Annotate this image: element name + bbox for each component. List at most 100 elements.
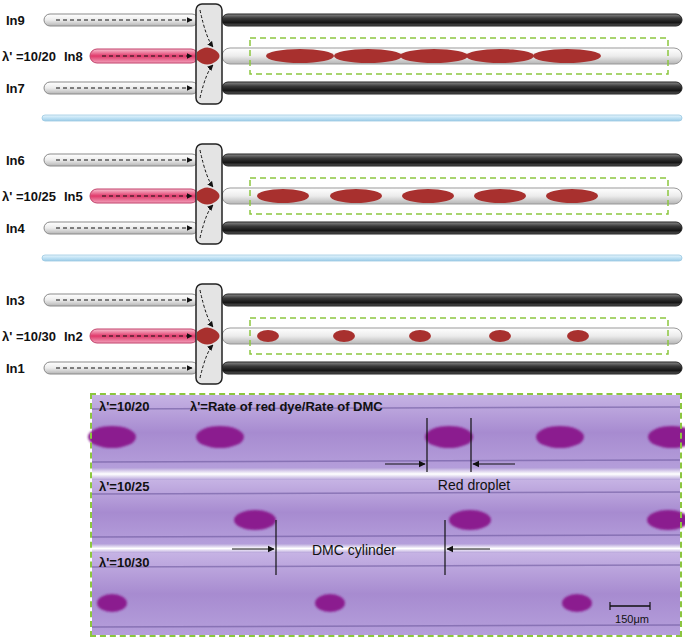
- micrograph: [88, 395, 685, 635]
- junction-box: [196, 284, 222, 384]
- callout-label: Red droplet: [438, 477, 510, 493]
- light-glow: [92, 468, 680, 480]
- red-droplet: [489, 330, 511, 342]
- dye-inlet-tube: [90, 329, 198, 343]
- inlet-label: In5: [64, 189, 83, 204]
- red-droplet: [536, 426, 584, 448]
- junction-box: [196, 144, 222, 244]
- channel-group: [42, 144, 682, 261]
- oil-inlet-tube: [44, 294, 198, 306]
- channel-wall: [92, 407, 680, 409]
- channel-wall: [92, 492, 680, 494]
- red-droplet: [648, 426, 685, 448]
- channel-wall: [92, 565, 680, 567]
- photo-ground: [92, 395, 680, 635]
- flow-arrow: [56, 20, 192, 21]
- ratio-label: λ' =10/20: [2, 49, 56, 64]
- dimension-line: [649, 602, 650, 610]
- forming-droplet: [197, 187, 220, 204]
- ratio-label: λ' =10/30: [2, 329, 56, 344]
- scale-label: 150μm: [615, 613, 649, 625]
- red-droplet: [315, 594, 345, 612]
- ratio-definition: λ'=Rate of red dye/Rate of DMC: [190, 399, 383, 414]
- scale-bar: [610, 605, 650, 607]
- dimension-arrow: [473, 463, 515, 464]
- channel-group: [42, 4, 682, 121]
- red-droplet: [449, 510, 491, 530]
- dimension-line: [470, 418, 471, 472]
- red-droplet: [333, 330, 355, 342]
- red-droplet: [562, 594, 592, 612]
- flow-arrow: [56, 88, 192, 89]
- red-droplet: [647, 510, 685, 530]
- dimension-line: [609, 602, 610, 610]
- oil-inlet-tube: [44, 362, 198, 374]
- junction-box: [196, 4, 222, 104]
- red-droplet: [546, 189, 598, 203]
- droplet-frame: [250, 38, 668, 74]
- separator-bar: [42, 255, 682, 261]
- photo-strip: [92, 480, 680, 545]
- flow-arrow: [56, 228, 192, 229]
- channel-wall: [92, 535, 680, 537]
- photo-panel: λ'=10/20λ'=Rate of red dye/Rate of DMCRe…: [90, 393, 682, 637]
- channel-wall: [92, 460, 680, 462]
- inlet-label: In7: [6, 81, 25, 96]
- outlet-tube: [222, 222, 682, 234]
- ratio-label: λ'=10/25: [99, 479, 149, 494]
- red-droplet: [257, 189, 309, 203]
- dye-inlet-tube: [90, 49, 198, 63]
- red-droplet: [257, 330, 279, 342]
- outlet-tube: [222, 82, 682, 94]
- red-droplet: [88, 426, 136, 448]
- inlet-label: In4: [6, 221, 25, 236]
- flow-arrow: [56, 300, 192, 301]
- red-droplet: [234, 510, 276, 530]
- flow-arrow: [102, 196, 192, 197]
- red-droplet: [400, 49, 468, 63]
- red-droplet: [97, 594, 127, 612]
- red-droplet: [474, 189, 526, 203]
- inlet-label: In8: [64, 49, 83, 64]
- red-droplet: [330, 189, 382, 203]
- oil-inlet-tube: [44, 14, 198, 26]
- forming-droplet: [197, 327, 220, 344]
- flow-arrow: [56, 160, 192, 161]
- oil-inlet-tube: [44, 154, 198, 166]
- droplet-channel: [222, 328, 682, 344]
- red-droplet: [266, 49, 334, 63]
- oil-inlet-tube: [44, 222, 198, 234]
- inlet-label: In6: [6, 153, 25, 168]
- red-droplet: [409, 330, 431, 342]
- dimension-line: [275, 520, 276, 575]
- flow-arrow: [200, 65, 213, 98]
- inlet-label: In3: [6, 293, 25, 308]
- inlet-label: In1: [6, 361, 25, 376]
- flow-arrow: [200, 205, 213, 238]
- ratio-label: λ'=10/30: [99, 555, 149, 570]
- dimension-arrow: [232, 548, 274, 549]
- flow-arrow: [102, 56, 192, 57]
- inlet-label: In2: [64, 329, 83, 344]
- flow-arrow: [200, 290, 213, 327]
- red-droplet: [425, 426, 473, 448]
- dimension-arrow: [385, 463, 425, 464]
- inlet-label: In9: [6, 13, 25, 28]
- flow-arrow: [102, 336, 192, 337]
- forming-droplet: [197, 47, 220, 64]
- separator-bar: [42, 115, 682, 121]
- ratio-label: λ' =10/25: [2, 189, 56, 204]
- red-droplet: [196, 426, 244, 448]
- measurement-marks: [232, 418, 650, 610]
- channel-group: [44, 284, 682, 384]
- outlet-tube: [222, 154, 682, 166]
- flow-arrow: [200, 345, 213, 378]
- red-droplet: [466, 49, 534, 63]
- outlet-tube: [222, 362, 682, 374]
- flow-arrow: [200, 150, 213, 187]
- photo-strip: [92, 395, 680, 470]
- droplet-channel: [222, 188, 682, 204]
- outlet-tube: [222, 14, 682, 26]
- red-droplet: [567, 330, 589, 342]
- red-droplet: [334, 49, 402, 63]
